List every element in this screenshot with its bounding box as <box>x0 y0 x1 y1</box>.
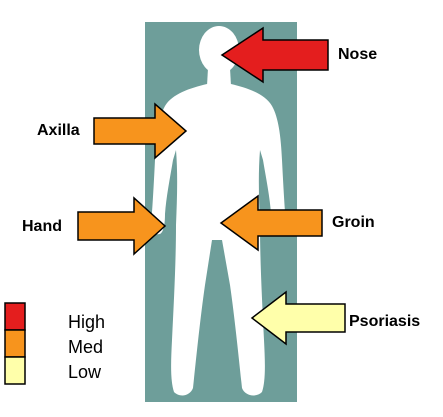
legend-label-low: Low <box>68 362 102 382</box>
label-axilla: Axilla <box>37 122 80 139</box>
legend-swatch-low <box>4 356 26 385</box>
nose-arrow <box>220 26 329 84</box>
psoriasis-arrow <box>250 290 346 346</box>
label-hand: Hand <box>22 218 62 235</box>
groin-arrow <box>219 194 323 252</box>
legend-label-med: Med <box>68 337 104 357</box>
axilla-arrow <box>93 102 188 160</box>
label-nose: Nose <box>338 46 378 63</box>
hand-arrow <box>77 196 167 256</box>
label-groin: Groin <box>332 214 375 231</box>
legend-swatch-med <box>4 329 26 358</box>
legend-label-high: High <box>68 312 106 332</box>
legend-swatch-high <box>4 302 26 331</box>
label-psoriasis: Psoriasis <box>349 313 421 330</box>
